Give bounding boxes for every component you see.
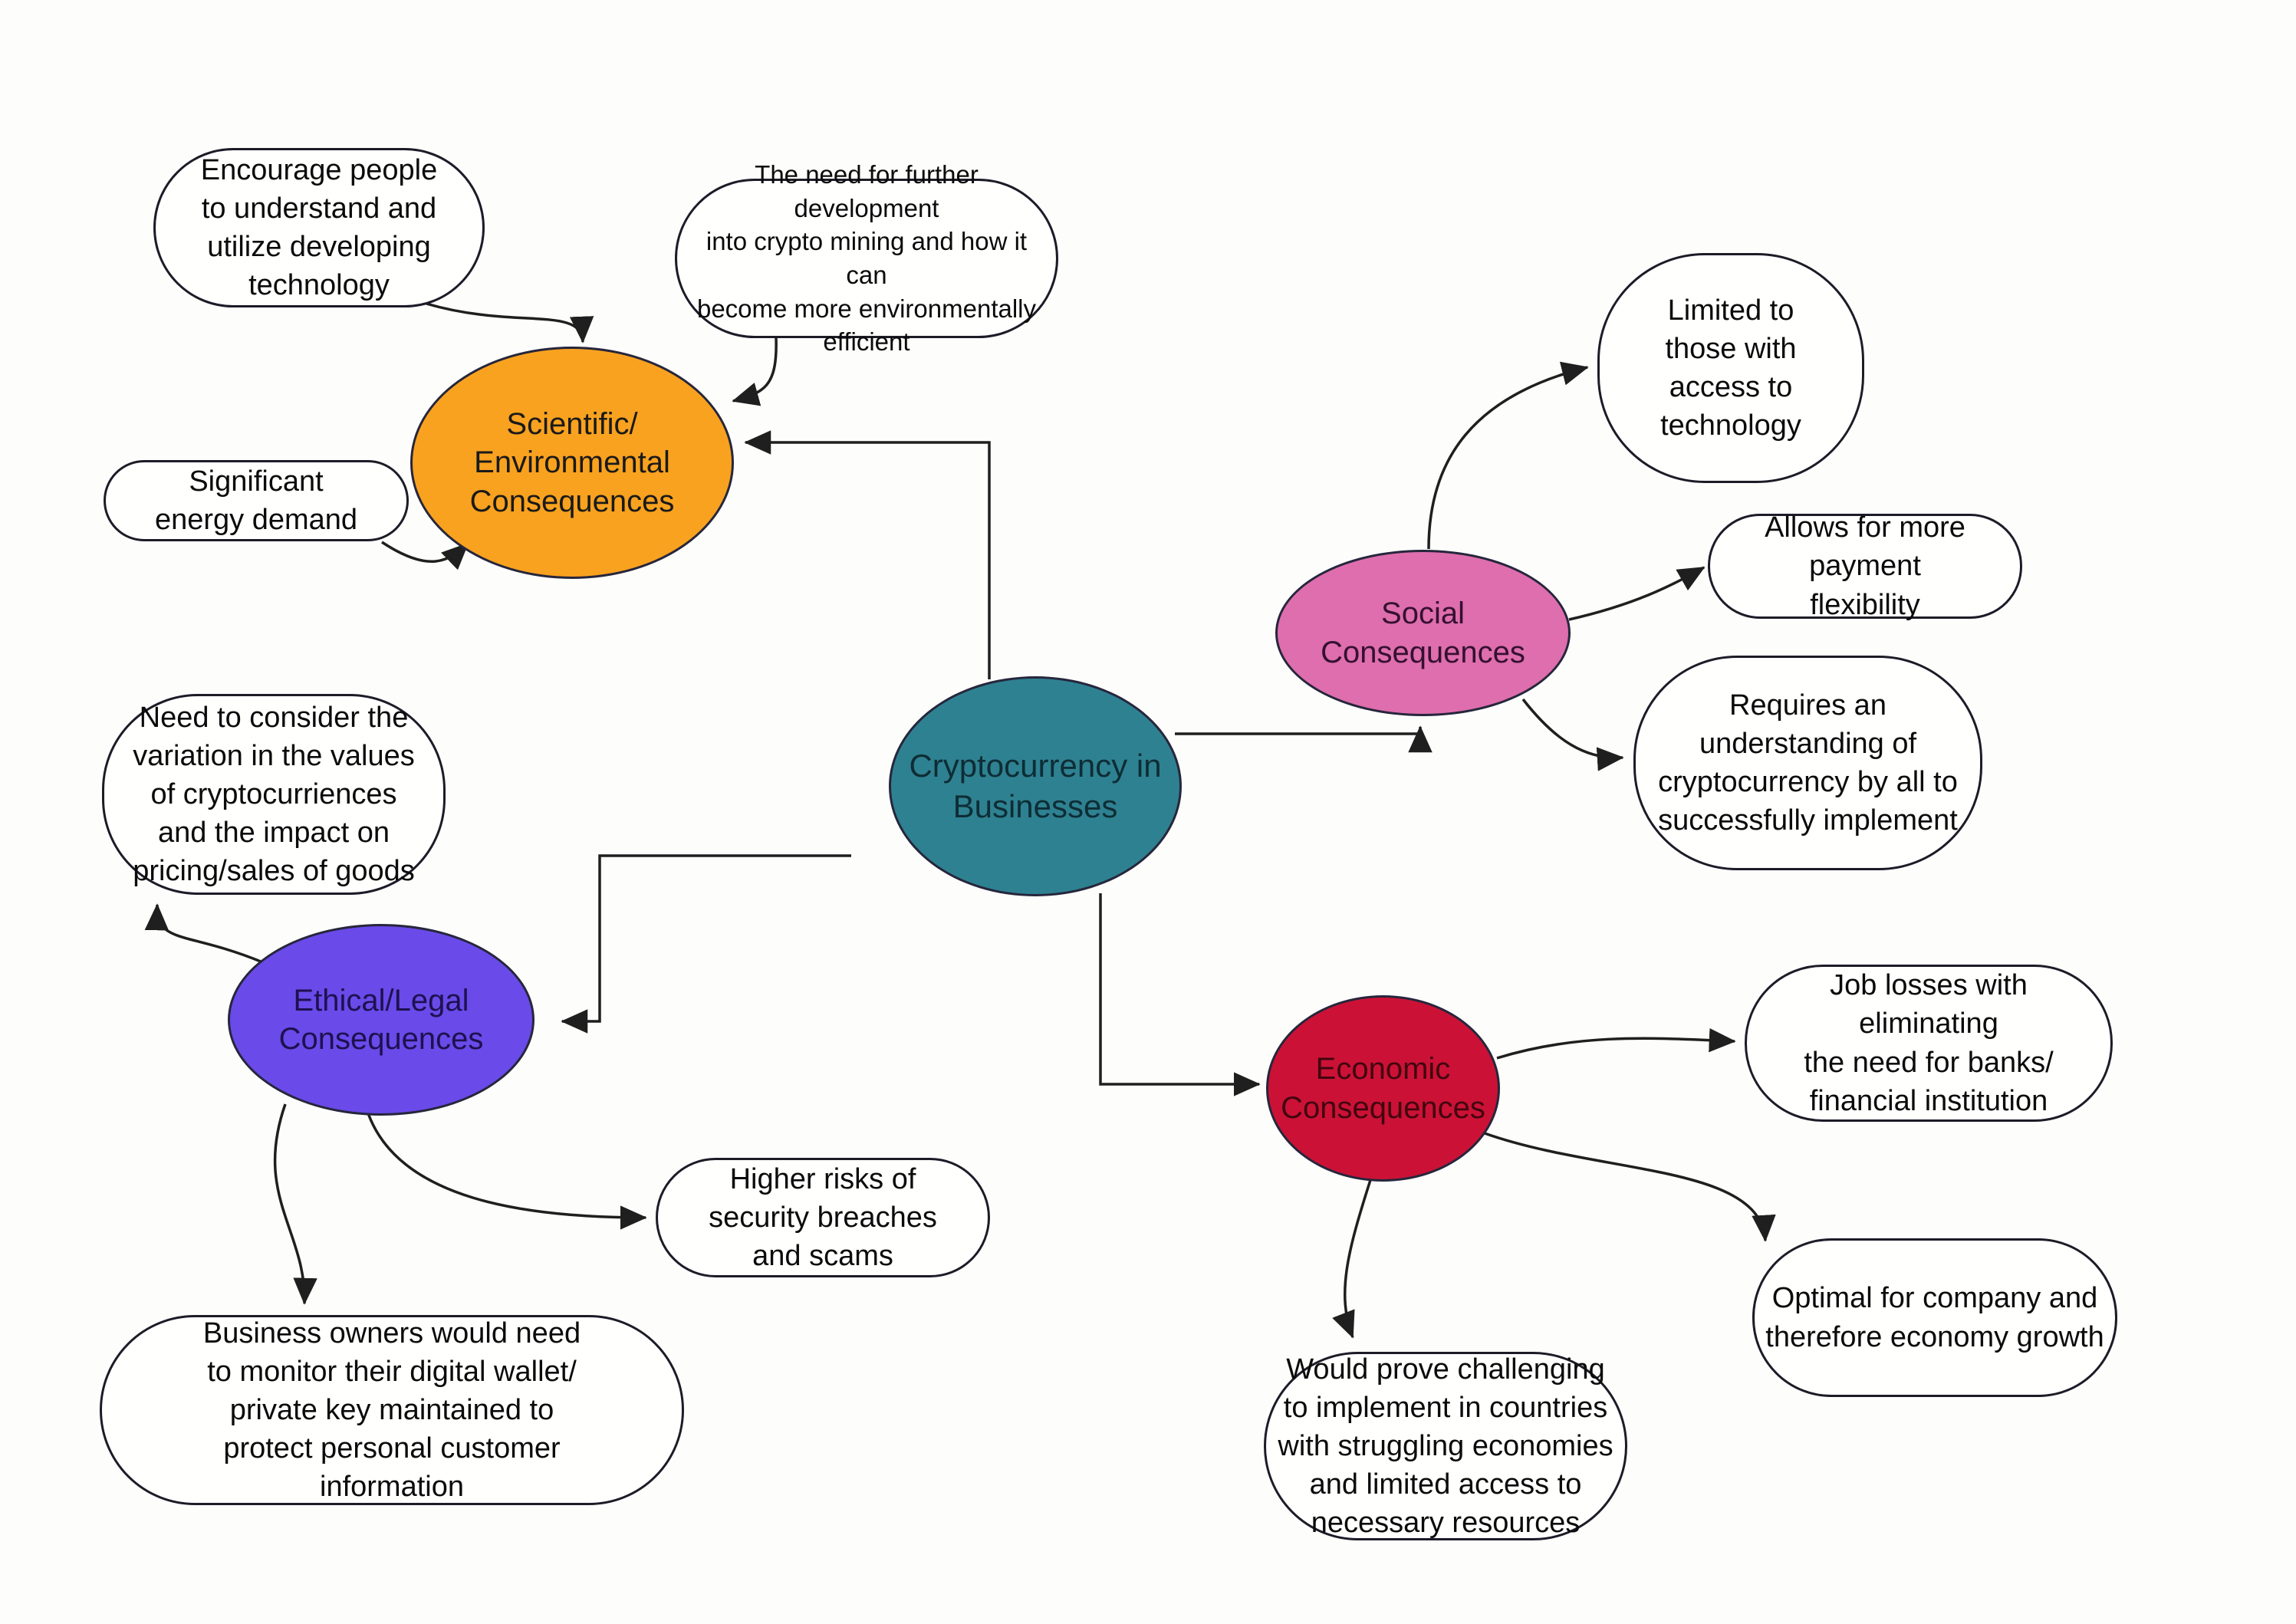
bubble-limited-access-technology: Limited to those with access to technolo… — [1597, 253, 1864, 483]
connector-encourage-to-scientific — [426, 302, 594, 344]
node-economic-consequences: Economic Consequences — [1266, 995, 1500, 1182]
node-social-consequences: Social Consequences — [1275, 550, 1571, 716]
bubble-optimal-economy-growth: Optimal for company and therefore econom… — [1752, 1238, 2117, 1397]
connector-social-to-limited — [1427, 361, 1589, 550]
bubble-significant-energy-demand: Significant energy demand — [104, 460, 409, 541]
node-ethical-legal-consequences: Ethical/Legal Consequences — [228, 924, 535, 1116]
bubble-encourage-people: Encourage people to understand and utili… — [153, 148, 485, 307]
connector-economic-to-optimal — [1484, 1132, 1776, 1242]
bubble-requires-understanding: Requires an understanding of cryptocurre… — [1633, 656, 1982, 870]
bubble-struggling-economies: Would prove challenging to implement in … — [1264, 1352, 1627, 1540]
connector-center-to-social — [1175, 725, 1433, 753]
connector-center-to-ethical — [561, 854, 851, 1034]
bubble-further-development-crypto-mining: The need for further development into cr… — [675, 160, 1058, 356]
connector-economic-to-joblosses — [1496, 1027, 1736, 1060]
connector-ethical-to-wallet — [273, 1103, 317, 1305]
bubble-payment-flexibility: Allows for more payment flexibility — [1708, 511, 2022, 621]
connector-center-to-scientific — [744, 430, 991, 679]
node-cryptocurrency-in-businesses: Cryptocurrency in Businesses — [889, 676, 1182, 896]
connector-center-to-economic — [1099, 893, 1261, 1096]
connector-ethical-to-variation — [144, 903, 262, 963]
bubble-job-losses-banks: Job losses with eliminating the need for… — [1745, 965, 2113, 1122]
connector-economic-to-challenging — [1332, 1179, 1372, 1339]
connector-social-to-payment — [1568, 566, 1706, 621]
bubble-value-variation-pricing: Need to consider the variation in the va… — [102, 694, 446, 895]
node-scientific-environmental-consequences: Scientific/ Environmental Consequences — [410, 347, 734, 579]
connector-development-to-scientific — [732, 337, 778, 406]
bubble-monitor-digital-wallet: Business owners would need to monitor th… — [100, 1315, 684, 1505]
connector-ethical-to-breaches — [365, 1108, 647, 1230]
connector-energy-to-scientific — [381, 541, 469, 570]
bubble-security-breaches-scams: Higher risks of security breaches and sc… — [656, 1158, 990, 1277]
connector-social-to-understanding — [1521, 698, 1624, 771]
